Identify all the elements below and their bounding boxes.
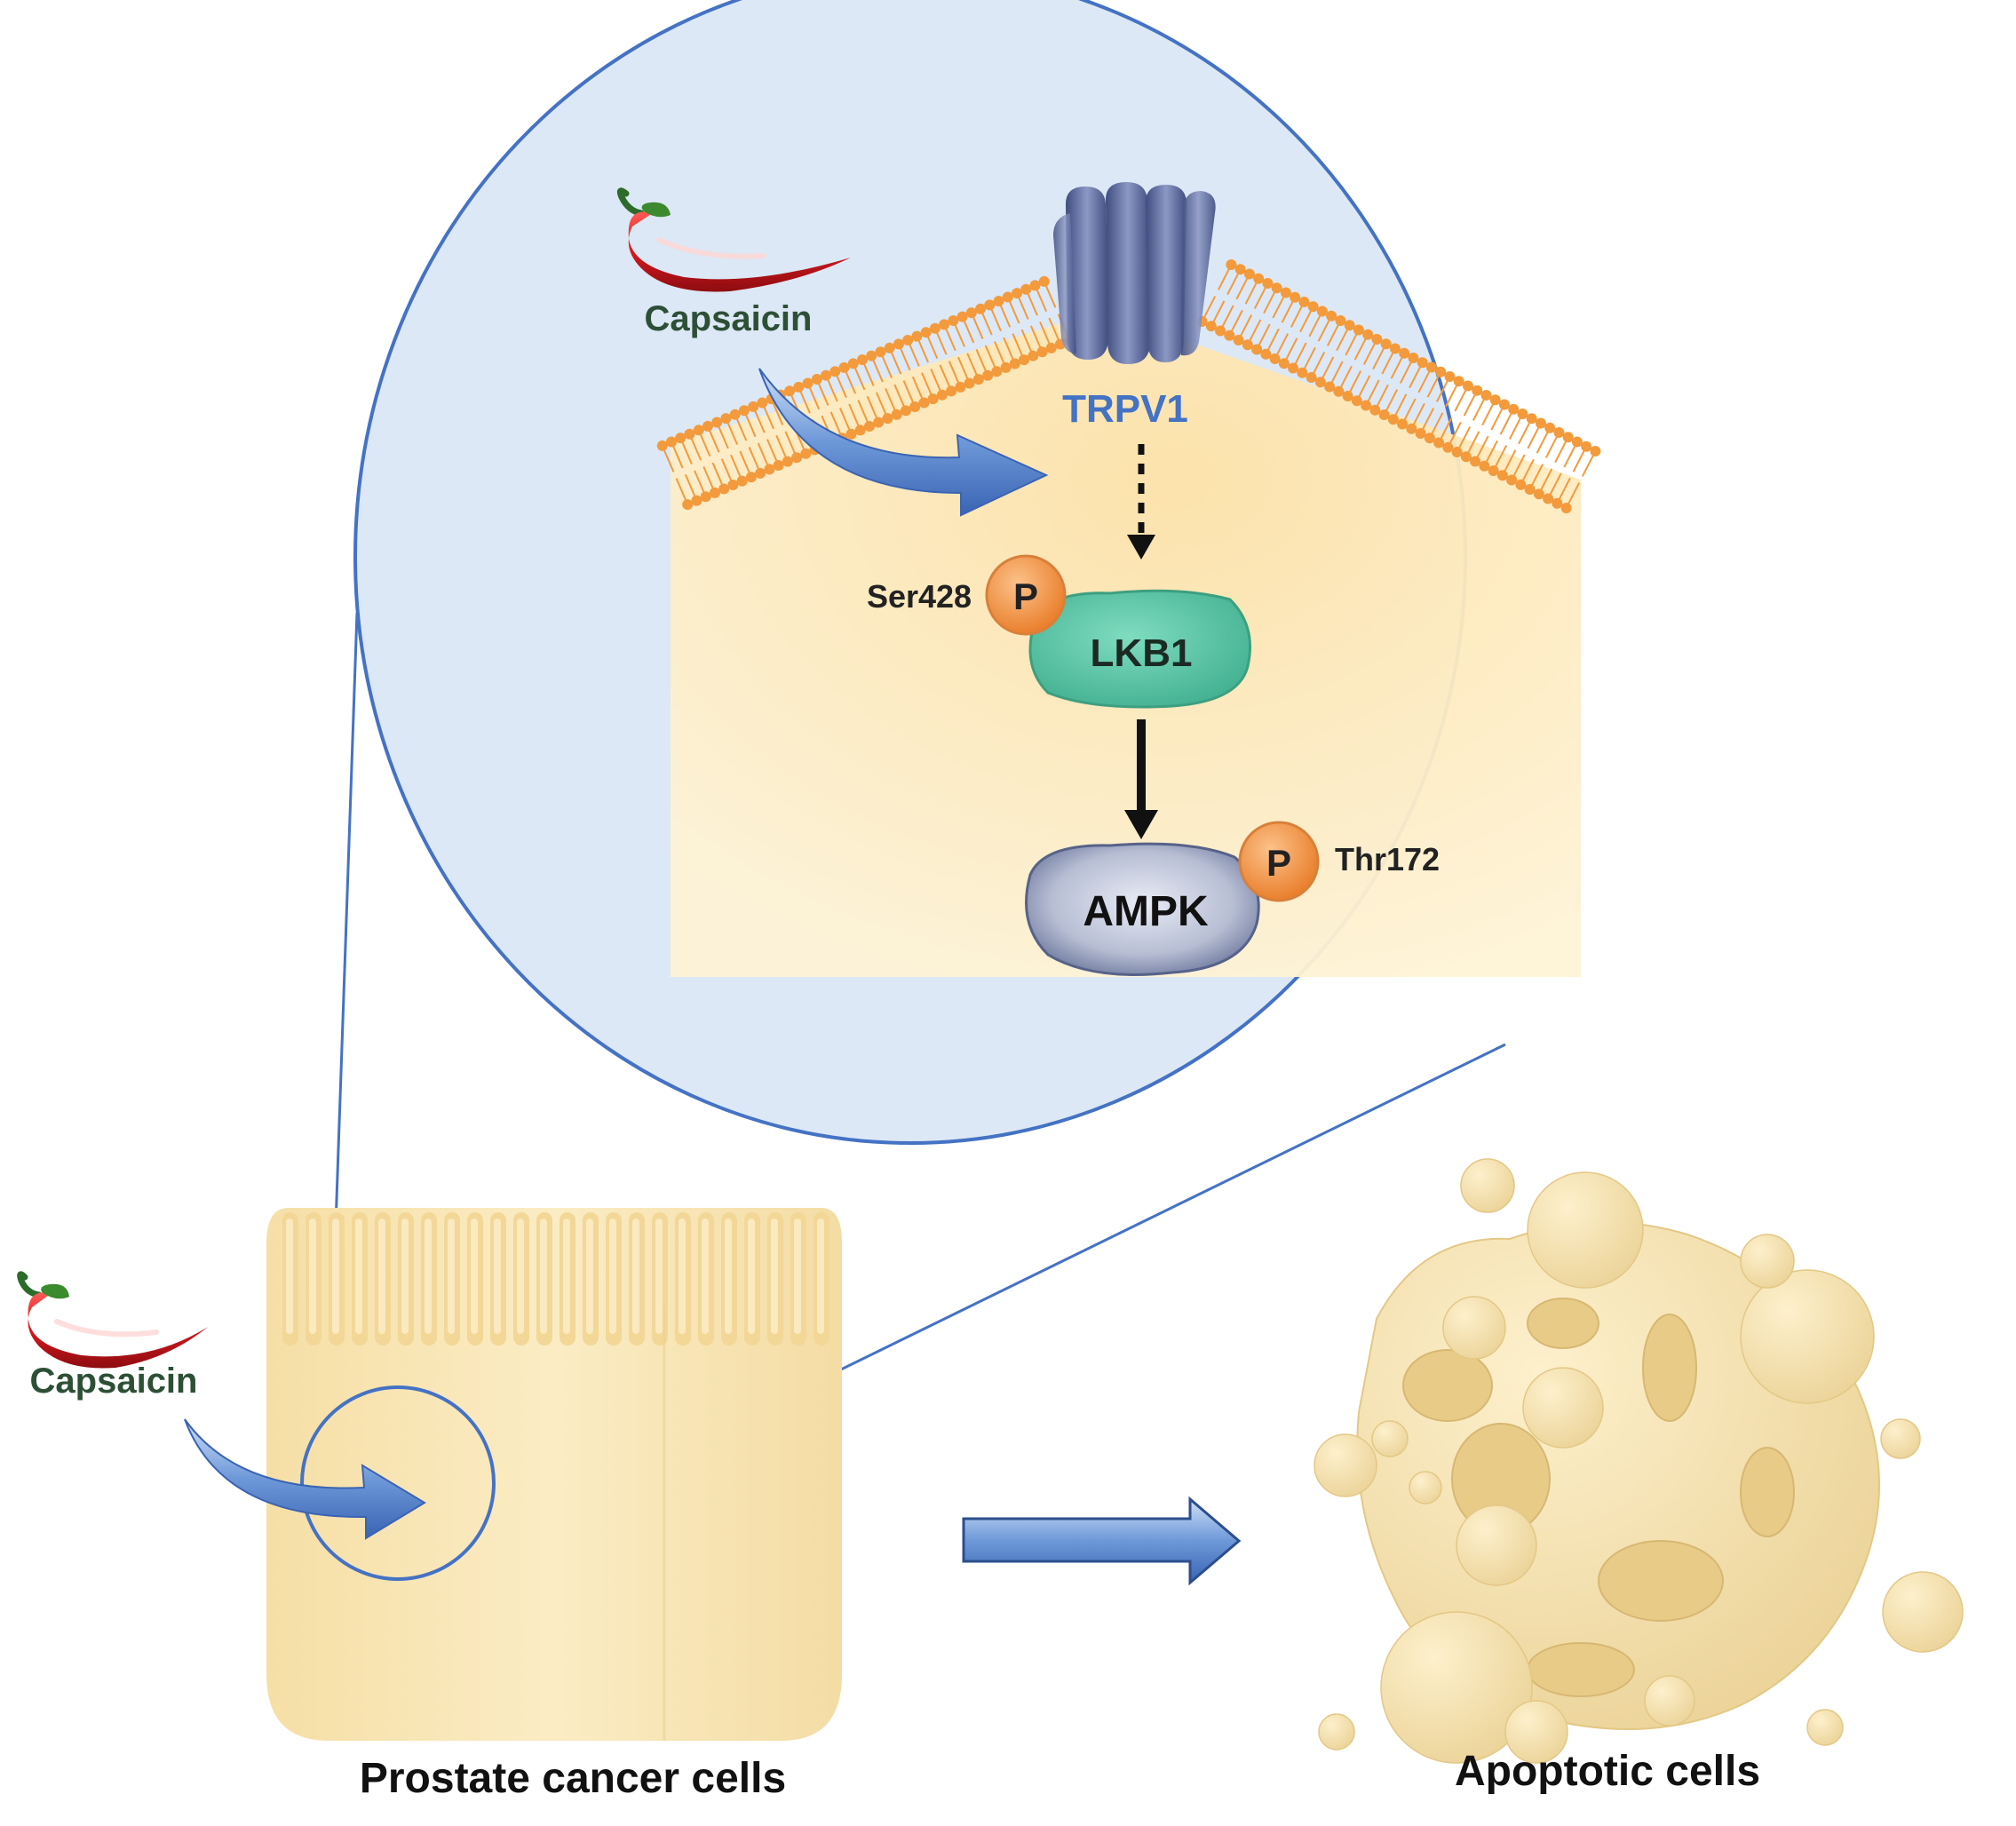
phospho-ampk-label: P: [1266, 842, 1291, 884]
transition-arrow: [962, 1496, 1242, 1586]
phospho-ampk-circle: [1238, 821, 1320, 902]
prostate-cell-block: [266, 1208, 842, 1741]
dotted-arrow-trpv1-lkb1: [1127, 444, 1155, 560]
ampk-label: AMPK: [1083, 888, 1209, 935]
thr172-label: Thr172: [1335, 841, 1440, 877]
solid-arrow-lkb1-ampk: [1124, 719, 1158, 839]
lkb1-protein: [1028, 589, 1251, 709]
trpv1-channel: [1053, 182, 1216, 364]
phospho-lkb1-circle: [985, 554, 1067, 636]
pepper-icon-bottom: [17, 1271, 208, 1369]
cell-membrane: [656, 258, 1601, 514]
capsaicin-arrow-bottom: [184, 1418, 426, 1540]
ampk-protein: [1025, 842, 1260, 976]
trpv1-label: TRPV1: [1062, 387, 1188, 431]
microvilli: [282, 1212, 829, 1346]
prostate-cells-label: Prostate cancer cells: [360, 1755, 786, 1802]
lkb1-label: LKB1: [1091, 631, 1193, 675]
ser428-label: Ser428: [867, 578, 972, 615]
phospho-lkb1-label: P: [1013, 576, 1038, 617]
apoptotic-cell-cluster: [1314, 1158, 1964, 1764]
zoom-origin-circle: [300, 1385, 496, 1581]
pepper-icon: [616, 187, 851, 292]
apoptotic-cells-label: Apoptotic cells: [1455, 1748, 1760, 1795]
capsaicin-label-top: Capsaicin: [645, 299, 813, 338]
capsaicin-arrow-top: [758, 368, 1049, 517]
capsaicin-label-bottom: Capsaicin: [30, 1362, 198, 1401]
